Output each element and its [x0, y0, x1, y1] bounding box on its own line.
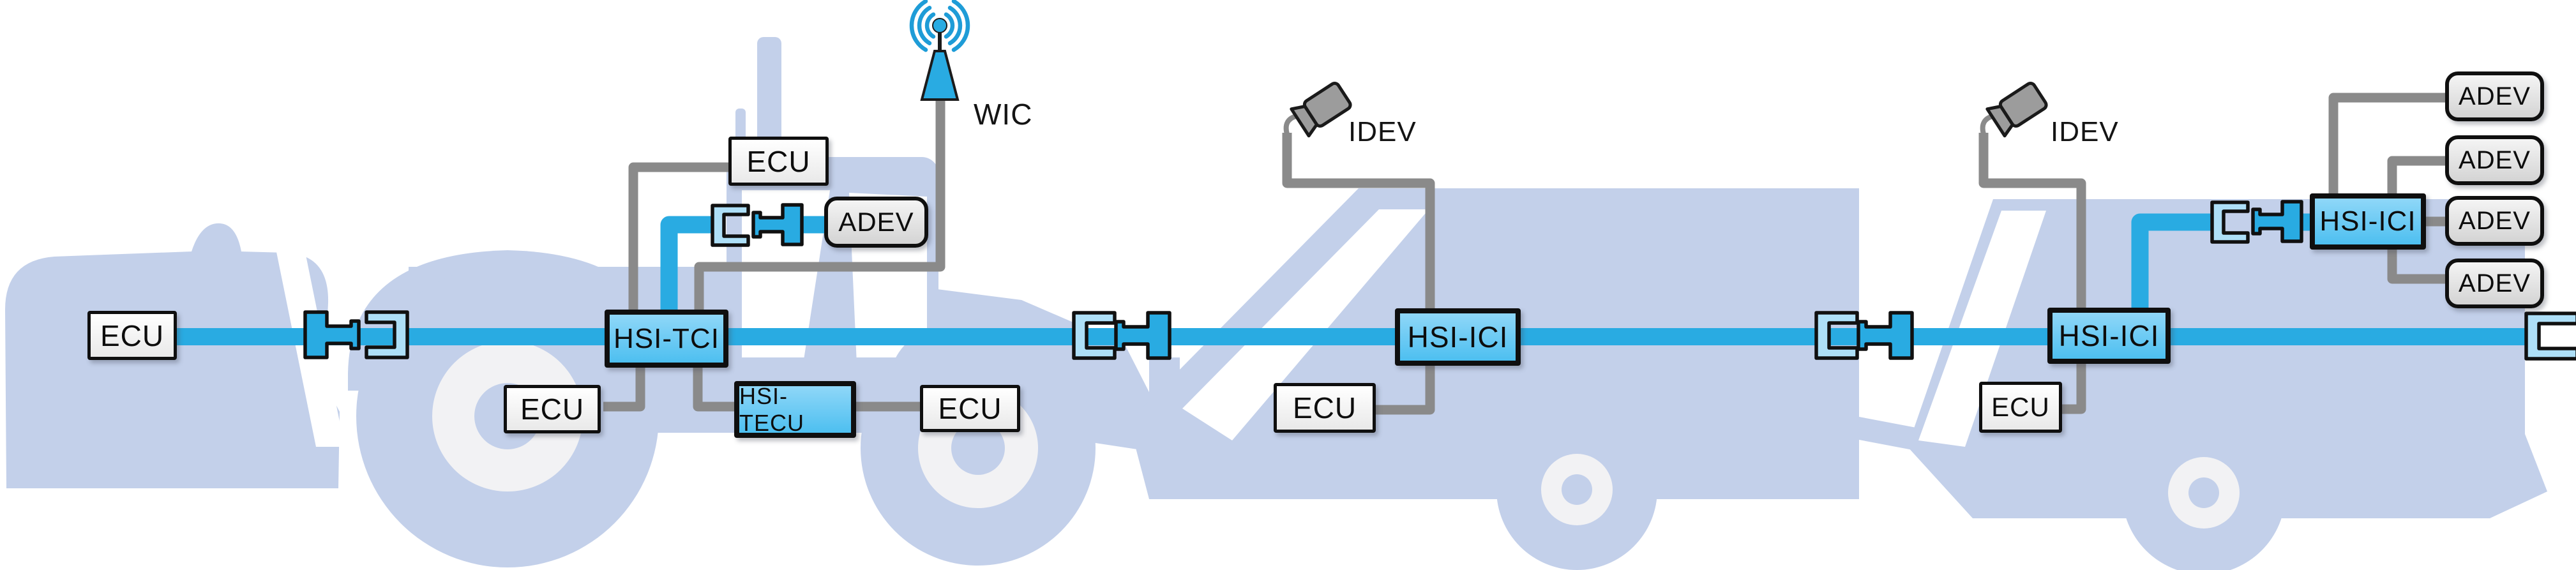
wire-adev4-to-branch-hsi-ici — [2387, 248, 2448, 284]
socket-icon — [1072, 311, 1117, 360]
socket-icon — [365, 310, 409, 359]
hsi-backbone-bus — [169, 328, 2538, 345]
node-ecu-tractor-right: ECU — [920, 385, 1020, 432]
idev-label-trailer2: IDEV — [2051, 116, 2119, 147]
wic-antenna-icon — [909, 0, 970, 101]
trailer2-hub — [2188, 477, 2219, 508]
tractor-exhaust — [757, 37, 781, 165]
wire-idev2-to-hsi-ici2 — [1978, 133, 2086, 314]
gray-wires — [603, 93, 2448, 415]
node-adev-tractor: ADEV — [824, 197, 928, 248]
wic-label: WIC — [974, 98, 1033, 131]
trailer2-hitch — [1849, 415, 1923, 452]
node-hsi-ici-trailer1: HSI-ICI — [1395, 308, 1521, 366]
wire-adev1-to-branch-hsi-ici — [2328, 93, 2448, 198]
node-hsi-tci: HSI-TCI — [605, 310, 728, 368]
socket-icon — [711, 204, 750, 247]
node-ecu-front: ECU — [87, 311, 177, 360]
plug-icon — [751, 203, 804, 246]
wire-ecu-cab-to-hsi-tci — [628, 162, 734, 316]
wire-ecu-trailer2-to-hsi-ici2 — [2060, 361, 2086, 414]
trailer1-hub — [1562, 474, 1592, 505]
branch-hsi-ici2-to-branch-box — [2131, 213, 2215, 316]
plug-icon — [1114, 311, 1171, 360]
camera-mount-hook-trailer1 — [1283, 114, 1299, 137]
plug-icon — [303, 310, 361, 359]
wire-wic-to-hsi-tci — [694, 101, 945, 316]
node-hsi-ici-trailer2: HSI-ICI — [2047, 308, 2171, 364]
socket-icon — [1814, 311, 1859, 360]
wire-adev2-to-branch-hsi-ici — [2387, 156, 2448, 198]
plug-icon — [2251, 200, 2303, 243]
trailer1-cutout — [1182, 209, 1429, 440]
idev-camera-icon — [1985, 82, 2048, 138]
tractor-cab-window-rear — [742, 190, 830, 364]
wire-ecu-trailer1-to-hsi-ici1 — [1374, 364, 1435, 415]
trailer1-hitch — [1053, 410, 1157, 447]
node-adev-3: ADEV — [2445, 196, 2544, 246]
plug-icon — [1857, 311, 1914, 360]
node-ecu-cab: ECU — [728, 137, 829, 186]
node-hsi-ici-adev-branch: HSI-ICI — [2310, 193, 2426, 250]
wire-hsi-tecu-to-hsi-tci — [693, 364, 737, 412]
vehicle-silhouettes — [5, 37, 2547, 570]
wire-idev1-to-hsi-ici1 — [1282, 133, 1435, 314]
wire-ecu-tractor-left-to-hsi-tci — [603, 364, 645, 412]
camera-mount-hook-trailer2 — [1980, 114, 1995, 137]
node-hsi-tecu: HSI-TECU — [734, 381, 856, 438]
inline-connectors — [303, 200, 2576, 361]
node-adev-1: ADEV — [2445, 71, 2544, 121]
node-adev-4: ADEV — [2445, 259, 2544, 308]
node-ecu-trailer2: ECU — [1979, 382, 2062, 433]
node-ecu-trailer1: ECU — [1274, 383, 1376, 433]
socket-icon — [2524, 311, 2576, 361]
idev-label-trailer1: IDEV — [1348, 116, 1417, 147]
node-adev-2: ADEV — [2445, 135, 2544, 185]
idev-camera-icon — [1290, 82, 1352, 138]
tractor-front-hub — [951, 421, 1005, 475]
socket-icon — [2210, 200, 2250, 244]
node-ecu-tractor-left: ECU — [504, 385, 601, 433]
branch-hsi-tci-to-adev — [660, 216, 716, 319]
